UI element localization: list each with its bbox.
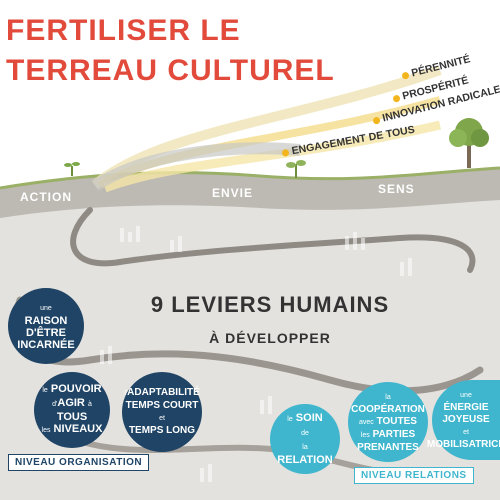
ground-label-envie: ENVIE [212, 186, 254, 200]
dot-icon [401, 71, 410, 80]
lever-cooperation: la COOPÉRATION avec TOUTES les PARTIES P… [348, 382, 428, 462]
tree-icon [449, 118, 489, 168]
ribbon-3 [103, 120, 442, 193]
lever-energie: une ÉNERGIE JOYEUSE et MOBILISATRICE [427, 380, 500, 460]
lever-soin-relation: le SOIN de la RELATION [270, 404, 340, 474]
level-label-relations: NIVEAU RELATIONS [354, 467, 474, 484]
lever-pouvoir-dagir: le POUVOIR d'AGIR à TOUS les NIVEAUX [34, 372, 110, 448]
ground-label-action: ACTION [20, 190, 72, 204]
ground-label-sens: SENS [378, 182, 415, 196]
grass-line [0, 166, 500, 190]
ribbon-grey [91, 142, 301, 192]
root-figures [100, 226, 412, 482]
level-label-organisation: NIVEAU ORGANISATION [8, 454, 150, 471]
dot-icon [281, 148, 290, 157]
dot-icon [392, 94, 401, 103]
center-title: 9 LEVIERS HUMAINS [150, 292, 390, 317]
sprout-mid-icon [286, 160, 306, 178]
page-title-line-1: FERTILISER LE [6, 14, 241, 47]
sprout-left-icon [64, 162, 80, 176]
dot-icon [372, 116, 381, 125]
root-swirl-1 [70, 207, 476, 273]
page-title-line-2: TERREAU CULTUREL [6, 54, 335, 87]
center-subtitle: À DÉVELOPPER [209, 330, 331, 346]
lever-adaptabilite: l'ADAPTABILITÉ TEMPS COURT et TEMPS LONG [122, 372, 202, 452]
lever-raison-detre: une RAISON D'ÊTRE INCARNÉE [8, 288, 84, 364]
